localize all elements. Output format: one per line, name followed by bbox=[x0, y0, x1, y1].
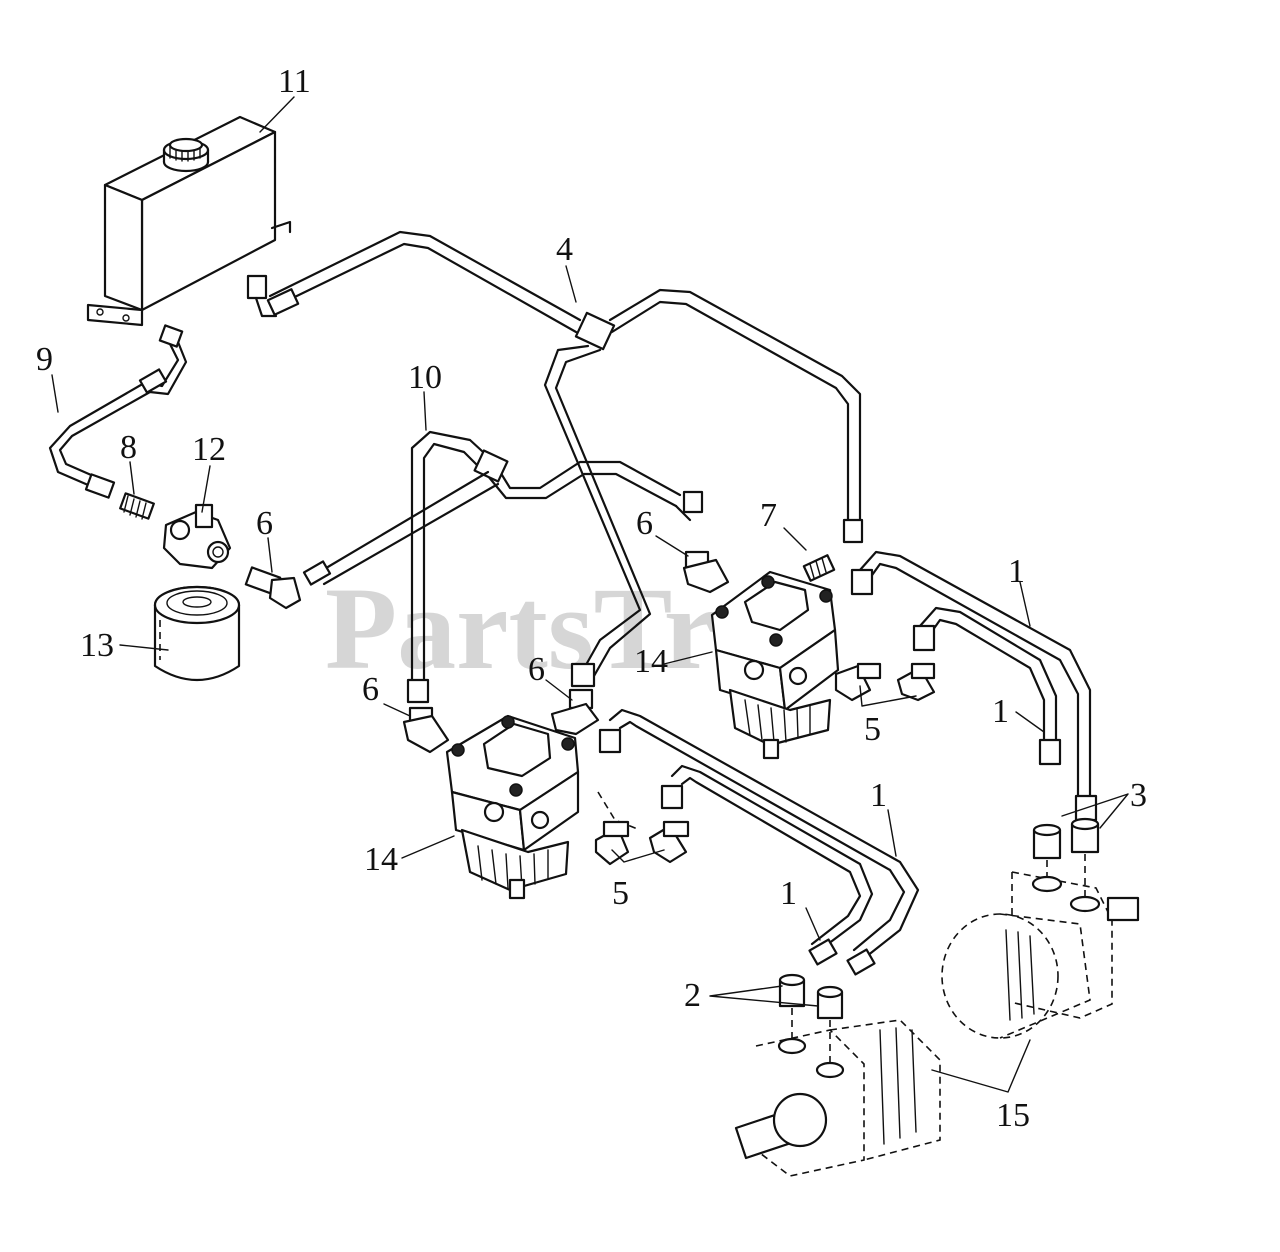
callout-6c: 6 bbox=[528, 651, 545, 688]
callout-14a: 14 bbox=[634, 643, 668, 680]
callout-5a: 5 bbox=[864, 711, 881, 748]
tube-part-1-lower-pair[interactable] bbox=[597, 708, 920, 976]
hose-part-9[interactable] bbox=[48, 324, 188, 499]
callout-6a: 6 bbox=[256, 505, 273, 542]
elbow-fitting-6-lower-left[interactable] bbox=[402, 706, 450, 754]
callout-10: 10 bbox=[408, 359, 442, 396]
callout-1d: 1 bbox=[780, 875, 797, 912]
callout-11: 11 bbox=[278, 63, 311, 100]
callout-15: 15 bbox=[996, 1097, 1030, 1134]
elbow-fitting-5-upper[interactable] bbox=[834, 662, 936, 702]
tube-part-1-upper-pair[interactable] bbox=[850, 550, 1098, 822]
elbow-fitting-6-left[interactable] bbox=[244, 566, 302, 610]
elbow-fitting-5-lower[interactable] bbox=[594, 820, 690, 866]
callout-1b: 1 bbox=[992, 693, 1009, 730]
callout-7: 7 bbox=[760, 497, 777, 534]
fitting-part-3[interactable] bbox=[1032, 817, 1100, 900]
hydro-pump-upper[interactable] bbox=[710, 570, 840, 760]
callout-13: 13 bbox=[80, 627, 114, 664]
wheel-motor-left[interactable] bbox=[734, 1019, 941, 1177]
callout-9: 9 bbox=[36, 341, 53, 378]
callout-1a: 1 bbox=[1008, 553, 1025, 590]
callout-6b: 6 bbox=[636, 505, 653, 542]
callout-14b: 14 bbox=[364, 841, 398, 878]
elbow-fitting-6-center[interactable] bbox=[682, 550, 730, 594]
callout-8: 8 bbox=[120, 429, 137, 466]
leader-lines bbox=[51, 96, 1129, 1093]
elbow-fitting-6-lower[interactable] bbox=[550, 688, 600, 736]
wheel-motor-right[interactable] bbox=[941, 871, 1140, 1039]
callout-4: 4 bbox=[556, 231, 573, 268]
nipple-part-8[interactable] bbox=[119, 492, 155, 520]
callout-3: 3 bbox=[1130, 777, 1147, 814]
filter-head-part-12[interactable] bbox=[162, 503, 232, 570]
fitting-part-7[interactable] bbox=[802, 554, 836, 582]
hose-assembly-part-4[interactable] bbox=[246, 230, 864, 688]
callout-2: 2 bbox=[684, 977, 701, 1014]
fitting-part-2[interactable] bbox=[778, 973, 844, 1066]
callout-labels: 11 4 9 10 8 12 7 6 6 6 6 1 13 14 5 1 3 1… bbox=[36, 63, 1147, 1134]
hose-assembly-part-10[interactable] bbox=[302, 430, 704, 704]
callout-5b: 5 bbox=[612, 875, 629, 912]
oil-filter-part-13[interactable] bbox=[153, 585, 241, 682]
callout-1c: 1 bbox=[870, 777, 887, 814]
hydro-pump-lower[interactable] bbox=[445, 714, 580, 900]
reservoir-tank[interactable] bbox=[86, 115, 292, 327]
callout-12: 12 bbox=[192, 431, 226, 468]
callout-6d: 6 bbox=[362, 671, 379, 708]
